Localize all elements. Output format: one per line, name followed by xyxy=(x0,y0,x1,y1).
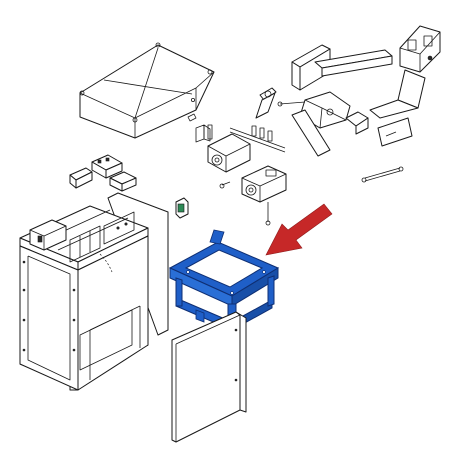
cabinet-housing xyxy=(19,192,169,391)
gearmotor-unit xyxy=(207,133,287,226)
front-door-panel xyxy=(171,311,247,443)
articulated-arm-assembly xyxy=(195,25,441,183)
top-cover xyxy=(79,42,215,140)
control-board xyxy=(69,154,137,192)
mounting-clip xyxy=(175,197,189,219)
base-frame xyxy=(168,229,280,331)
pointer-arrow xyxy=(265,203,333,256)
